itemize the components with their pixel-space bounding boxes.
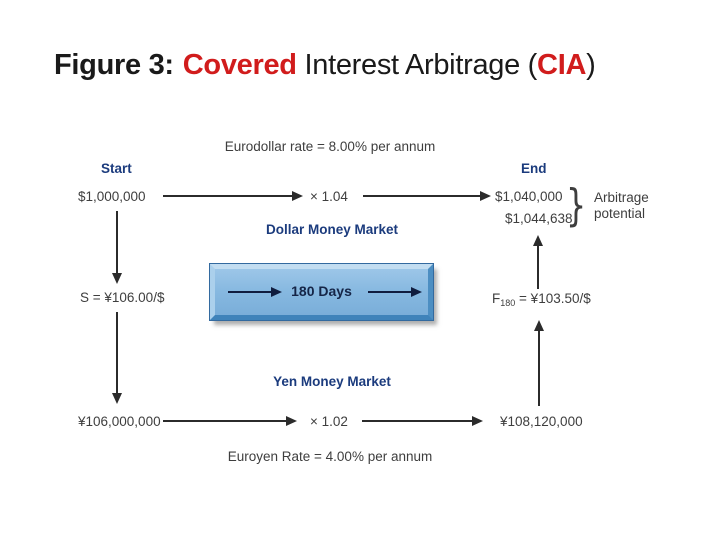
arrow-right-icon bbox=[368, 287, 422, 297]
dollar-end-value: $1,040,000 bbox=[495, 189, 563, 204]
title-middle: Interest Arbitrage ( bbox=[304, 49, 538, 81]
arrow-down-icon bbox=[112, 211, 122, 284]
forward-rate-subscript: 180 bbox=[500, 298, 516, 308]
title-close-paren: ) bbox=[586, 49, 596, 81]
spot-rate-value: S = ¥106.00/$ bbox=[80, 290, 165, 305]
euroyen-rate-label: Euroyen Rate = 4.00% per annum bbox=[227, 449, 433, 464]
period-label: 180 Days bbox=[291, 283, 352, 299]
dollar-multiplier: × 1.04 bbox=[310, 189, 348, 204]
yen-start-value: ¥106,000,000 bbox=[78, 414, 161, 429]
arrow-up-icon bbox=[533, 235, 543, 289]
dollar-start-value: $1,000,000 bbox=[78, 189, 146, 204]
arrow-right-icon bbox=[363, 191, 491, 201]
dollar-money-market-label: Dollar Money Market bbox=[265, 222, 399, 237]
arrow-right-icon bbox=[163, 416, 297, 426]
title-covered: Covered bbox=[182, 49, 297, 81]
forward-rate-value: F180 = ¥103.50/$ bbox=[492, 291, 591, 311]
title-cia: CIA bbox=[537, 49, 587, 81]
slide-title: Figure 3:Covered Interest Arbitrage (CIA… bbox=[54, 48, 596, 82]
arrow-right-icon bbox=[228, 287, 282, 297]
period-box: 180 Days bbox=[209, 263, 434, 321]
yen-multiplier: × 1.02 bbox=[310, 414, 348, 429]
end-label: End bbox=[521, 161, 547, 176]
arbitrage-line1: Arbitrage bbox=[594, 190, 649, 205]
arbitrage-potential-label: Arbitrage potential bbox=[594, 190, 649, 222]
arrow-right-icon bbox=[163, 191, 303, 201]
yen-money-market-label: Yen Money Market bbox=[273, 374, 391, 389]
arrow-right-icon bbox=[362, 416, 483, 426]
forward-rate-prefix: F bbox=[492, 291, 501, 306]
yen-end-value: ¥108,120,000 bbox=[500, 414, 583, 429]
curly-bracket-icon: } bbox=[566, 180, 587, 231]
forward-rate-figure: = ¥103.50/$ bbox=[519, 291, 591, 306]
arrow-up-icon bbox=[534, 320, 544, 406]
arrow-down-icon bbox=[112, 312, 122, 404]
title-figure-number: Figure 3: bbox=[54, 49, 174, 81]
arbitrage-line2: potential bbox=[594, 206, 646, 221]
start-label: Start bbox=[101, 161, 132, 176]
eurodollar-rate-label: Eurodollar rate = 8.00% per annum bbox=[224, 139, 436, 154]
dollar-cia-end-value: $1,044,638 bbox=[505, 211, 573, 226]
